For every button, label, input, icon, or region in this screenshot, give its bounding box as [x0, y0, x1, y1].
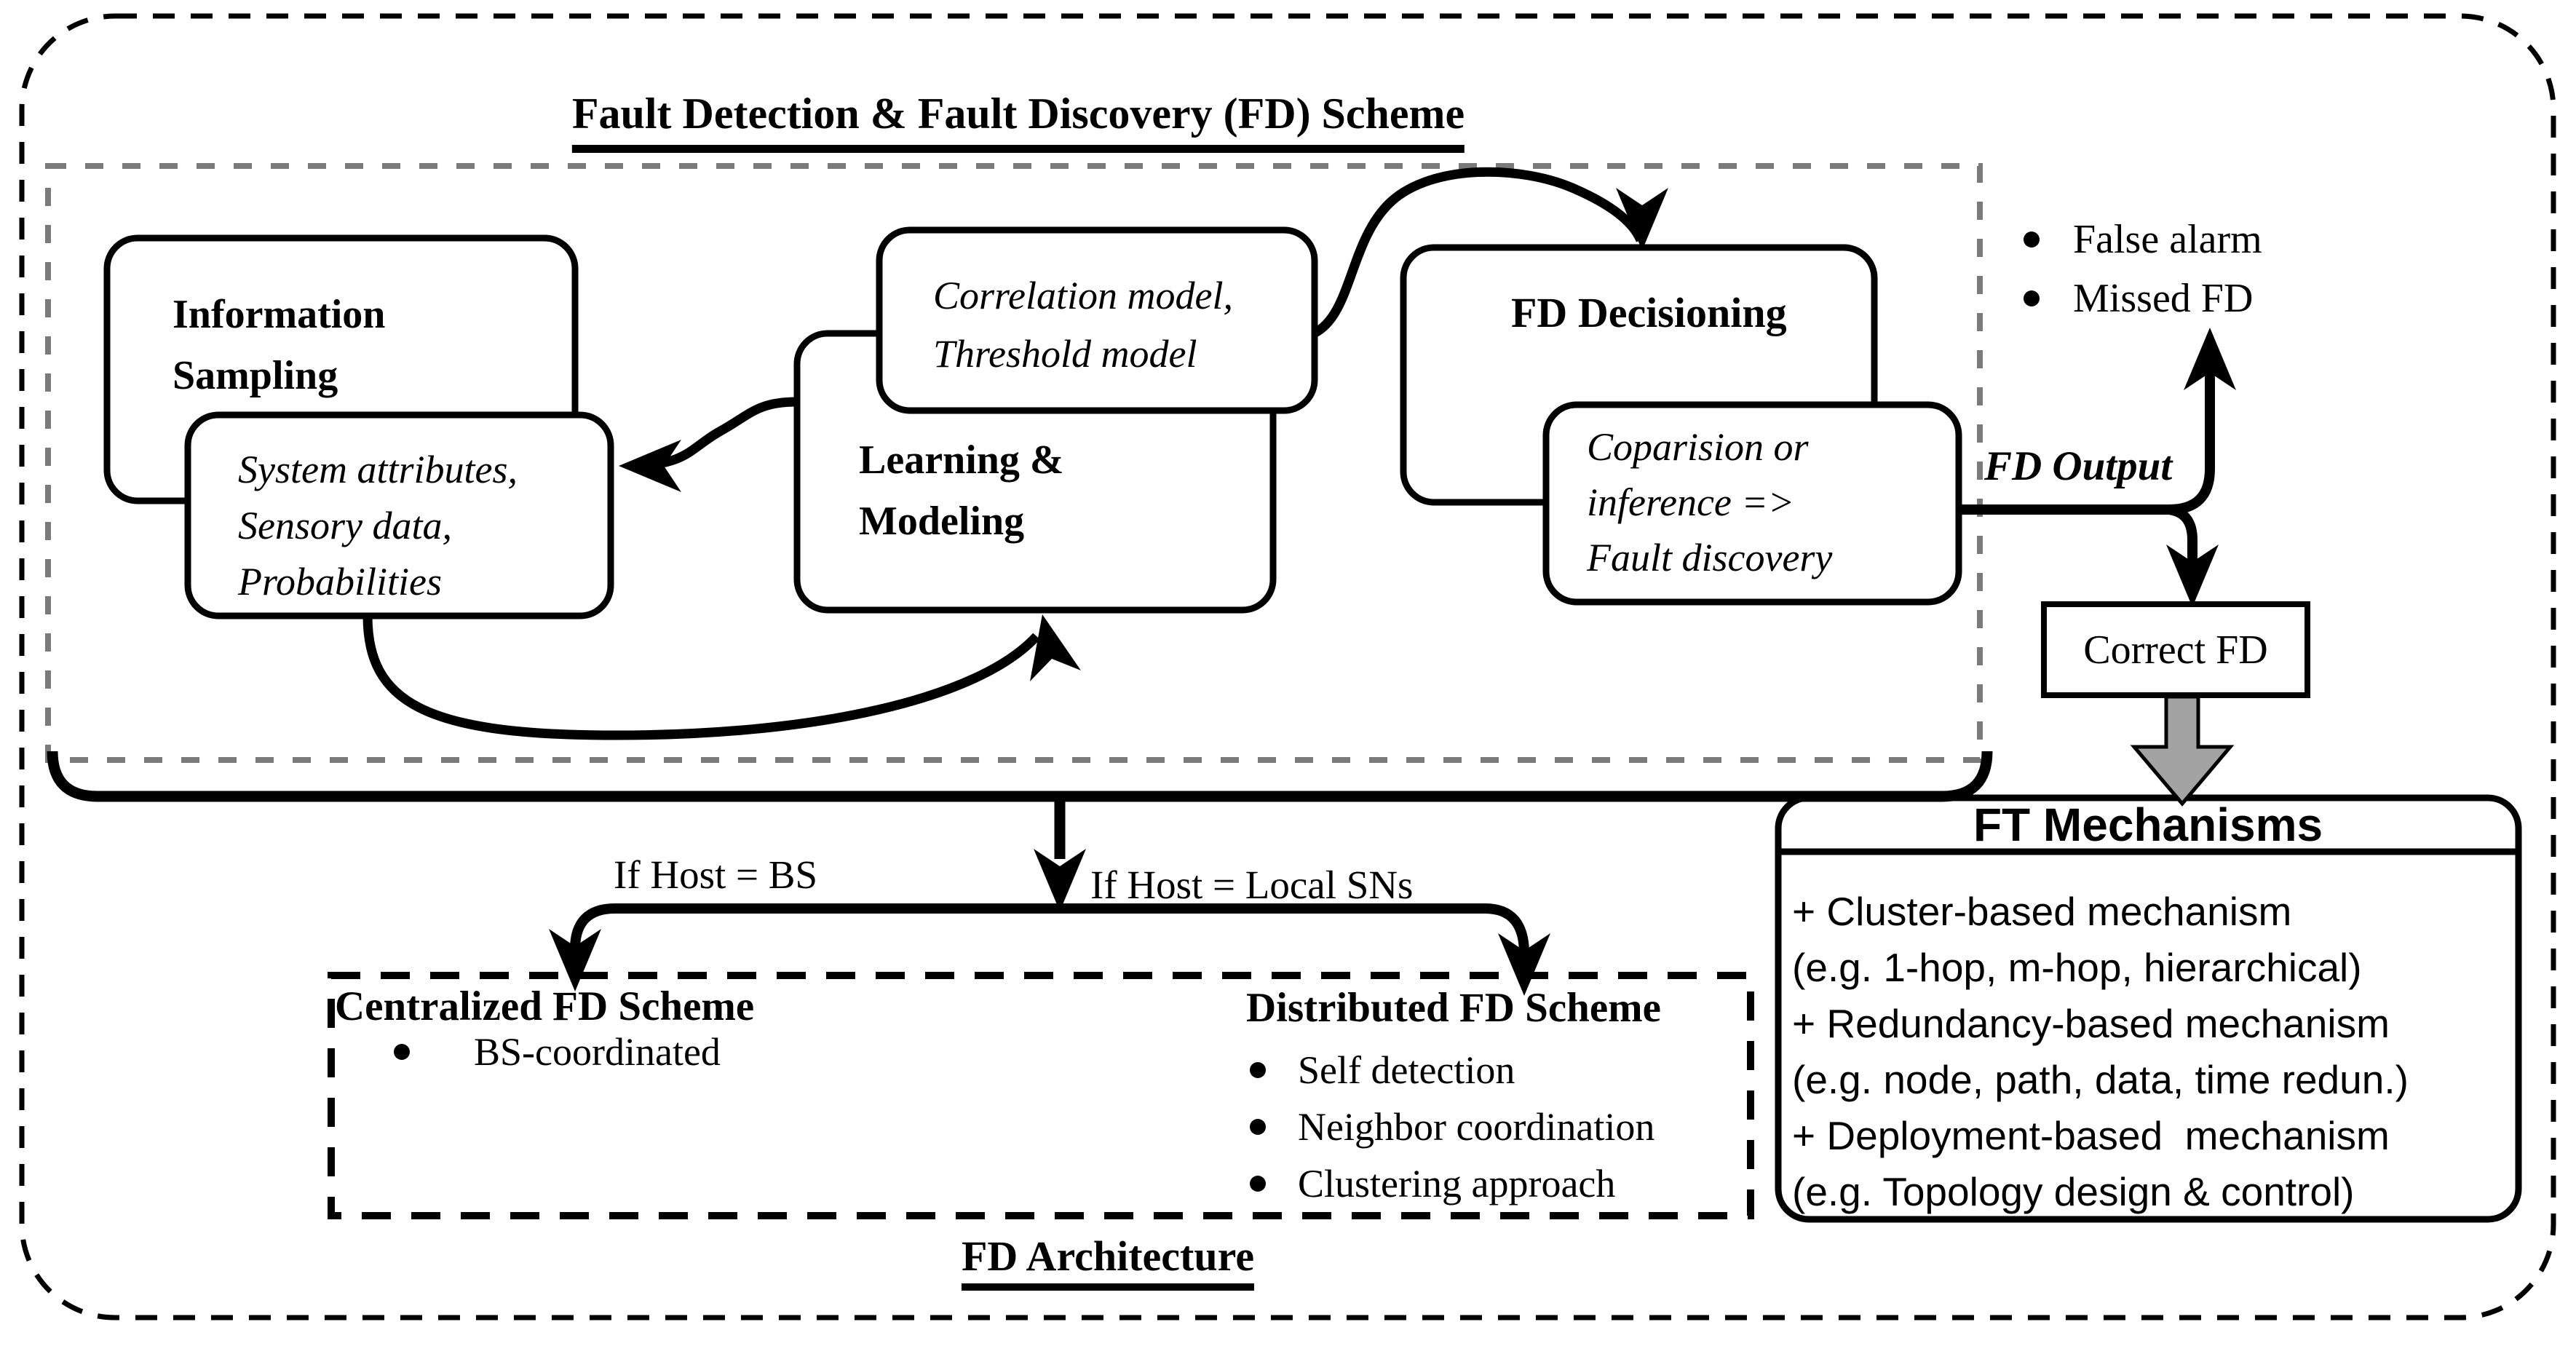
list-item: Neighbor coordination [1250, 1103, 1654, 1151]
centralized-arrowhead-icon [549, 929, 601, 991]
fd-output-label: FD Output [1984, 443, 2173, 489]
list-item: BS-coordinated [394, 1028, 721, 1076]
distributed-fd-scheme-title: Distributed FD Scheme [1246, 985, 1661, 1031]
center-drop-arrowhead-icon [1034, 849, 1086, 911]
neighbor-coordination-label: Neighbor coordination [1298, 1105, 1655, 1149]
bullet-icon [1250, 1062, 1266, 1078]
fd-decisioning-label: FD Decisioning [1511, 289, 1787, 336]
correlation-to-decisioning-arc [1311, 167, 1645, 338]
condition-if-host-bs: If Host = BS [614, 852, 818, 897]
system-attributes-line: System attributes, [238, 448, 518, 491]
system-attributes-box-outline [184, 411, 614, 619]
collector-line [47, 751, 1993, 802]
outer-dashed-border [19, 13, 2556, 1321]
ft-mechanism-line: + Redundancy-based mechanism [1792, 1001, 2390, 1046]
ft-mechanism-line: + Cluster-based mechanism [1792, 889, 2292, 934]
learning-modeling-line: Modeling [859, 499, 1025, 544]
fd-output-error-list: False alarm Missed FD [2024, 210, 2262, 328]
coparision-line: Fault discovery [1587, 536, 1833, 579]
correlation-model-box-outline [876, 226, 1318, 414]
bullet-icon [1250, 1176, 1266, 1192]
condition-if-host-local-sns: If Host = Local SNs [1090, 863, 1414, 907]
bullet-icon [394, 1044, 410, 1060]
information-sampling-label: Information Sampling [173, 284, 385, 406]
coparision-line: inference => [1587, 480, 1795, 524]
ft-mechanism-line: + Deployment-based mechanism [1792, 1113, 2390, 1158]
bs-coordinated-label: BS-coordinated [474, 1030, 721, 1074]
learning-modeling-label: Learning & Modeling [859, 429, 1064, 552]
distributed-arrowhead-icon [1498, 933, 1550, 996]
missed-fd-label: Missed FD [2073, 275, 2254, 321]
bullet-icon [2024, 290, 2040, 306]
fd-architecture-label: FD Architecture [961, 1232, 1255, 1291]
correlation-model-label: Correlation model, Threshold model [933, 266, 1233, 383]
fd-scheme-dashed-box [45, 163, 1983, 763]
correlation-model-line: Threshold model [933, 332, 1197, 376]
system-attributes-line: Probabilities [238, 560, 442, 603]
information-sampling-line: Information [173, 292, 386, 337]
correct-fd-to-ft-gray-arrow-icon [2130, 694, 2235, 807]
sampling-to-learning-arrowhead-icon [1030, 614, 1081, 681]
bullet-icon [2024, 231, 2040, 248]
ft-mechanism-line: (e.g. Topology design & control) [1792, 1169, 2355, 1214]
learning-modeling-line: Learning & [859, 437, 1064, 483]
false-alarm-label: False alarm [2073, 216, 2262, 262]
system-attributes-label: System attributes, Sensory data, Probabi… [238, 442, 518, 610]
centralized-fd-scheme-title: Centralized FD Scheme [335, 983, 755, 1029]
learning-to-sampling-curve [634, 397, 798, 471]
list-item: Missed FD [2024, 269, 2262, 328]
diagram-title: Fault Detection & Fault Discovery (FD) S… [571, 89, 1465, 153]
correlation-model-line: Correlation model, [933, 274, 1233, 317]
fd-output-branch-line [2168, 504, 2197, 566]
clustering-approach-label: Clustering approach [1298, 1162, 1616, 1205]
ft-mechanisms-title: FT Mechanisms [1973, 799, 2323, 851]
list-item: Clustering approach [1250, 1160, 1615, 1208]
fd-output-up-arrowhead-icon [2184, 328, 2236, 390]
correlation-to-decisioning-arrowhead-icon [1616, 188, 1668, 250]
branch-split-line [570, 903, 1529, 954]
coparision-label: Coparision or inference => Fault discove… [1587, 419, 1832, 585]
fd-output-down-arrowhead-icon [2166, 545, 2219, 607]
information-sampling-line: Sampling [173, 353, 338, 398]
system-attributes-line: Sensory data, [238, 504, 452, 547]
bullet-icon [1250, 1119, 1266, 1135]
ft-mechanisms-list: + Cluster-based mechanism (e.g. 1-hop, m… [1792, 884, 2409, 1220]
ft-mechanism-line: (e.g. 1-hop, m-hop, hierarchical) [1792, 945, 2362, 990]
sampling-to-learning-loop [362, 615, 1040, 740]
ft-mechanisms-box-outline [1775, 794, 2522, 1223]
self-detection-label: Self detection [1298, 1048, 1515, 1092]
correct-fd-label: Correct FD [2083, 627, 2268, 673]
coparision-box-outline [1542, 401, 1962, 606]
coparision-line: Coparision or [1587, 425, 1809, 469]
fd-architecture-dashed-box [328, 972, 1754, 1219]
list-item: Self detection [1250, 1046, 1515, 1094]
list-item: False alarm [2024, 210, 2262, 269]
ft-mechanism-line: (e.g. node, path, data, time redun.) [1792, 1057, 2409, 1102]
learning-to-sampling-arrowhead-icon [619, 440, 681, 492]
